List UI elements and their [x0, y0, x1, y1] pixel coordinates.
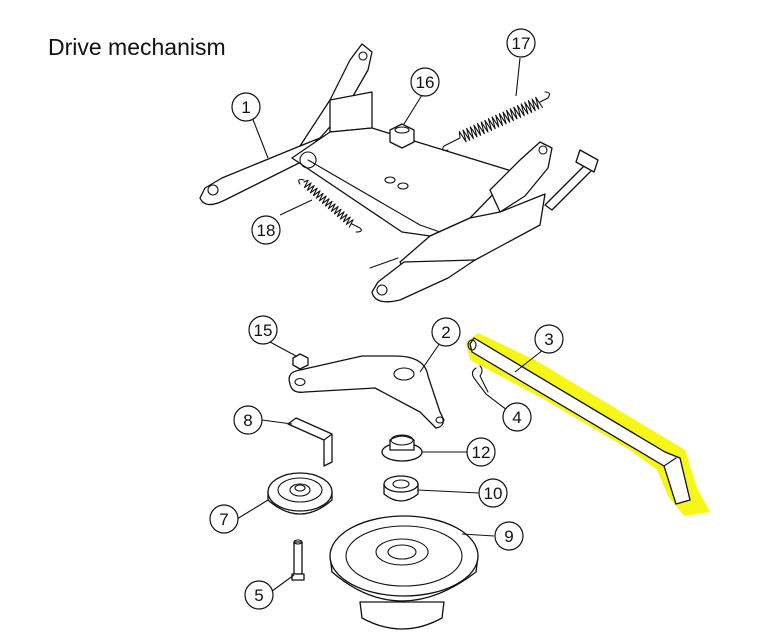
- svg-text:10: 10: [484, 484, 503, 503]
- callout-12: 12: [466, 437, 496, 467]
- svg-text:12: 12: [472, 443, 491, 462]
- svg-text:17: 17: [512, 34, 531, 53]
- callout-15: 15: [248, 315, 278, 345]
- svg-text:2: 2: [441, 323, 450, 342]
- callout-8: 8: [233, 405, 263, 435]
- diagram-title: Drive mechanism: [48, 34, 226, 60]
- svg-text:5: 5: [254, 586, 263, 605]
- part-17-spring: [442, 91, 550, 152]
- callout-10: 10: [478, 478, 508, 508]
- callout-5: 5: [244, 580, 274, 610]
- svg-text:3: 3: [544, 330, 553, 349]
- svg-text:18: 18: [257, 221, 276, 240]
- svg-text:7: 7: [219, 510, 228, 529]
- part-10-bearing: [383, 475, 419, 502]
- svg-text:9: 9: [504, 527, 513, 546]
- callout-7: 7: [209, 504, 239, 534]
- part-7-small-pulley: [267, 472, 333, 515]
- callout-16: 16: [410, 67, 440, 97]
- svg-text:4: 4: [512, 408, 521, 427]
- part-4-cotter-pin: [471, 365, 489, 395]
- svg-text:8: 8: [243, 411, 252, 430]
- part-2-bracket: [288, 355, 445, 429]
- callout-18: 18: [251, 215, 281, 245]
- part-16-nut: [389, 123, 415, 149]
- svg-text:15: 15: [254, 321, 273, 340]
- callout-3: 3: [534, 324, 564, 354]
- part-9-large-pulley: [329, 515, 479, 630]
- part-18-spring: [298, 178, 362, 233]
- callout-2: 2: [431, 317, 461, 347]
- callout-9: 9: [494, 521, 524, 551]
- part-8-clip: [287, 417, 333, 467]
- part-15-nut: [292, 353, 309, 370]
- callout-17: 17: [506, 28, 536, 58]
- leader-lines: [236, 57, 544, 595]
- part-5-bolt: [291, 539, 305, 581]
- callout-1: 1: [231, 92, 261, 122]
- part-12-bushing: [381, 434, 423, 462]
- svg-text:16: 16: [416, 73, 435, 92]
- callout-4: 4: [502, 402, 532, 432]
- part-3-rod: [467, 337, 691, 505]
- part-1-frame: [199, 43, 599, 303]
- svg-text:1: 1: [241, 98, 250, 117]
